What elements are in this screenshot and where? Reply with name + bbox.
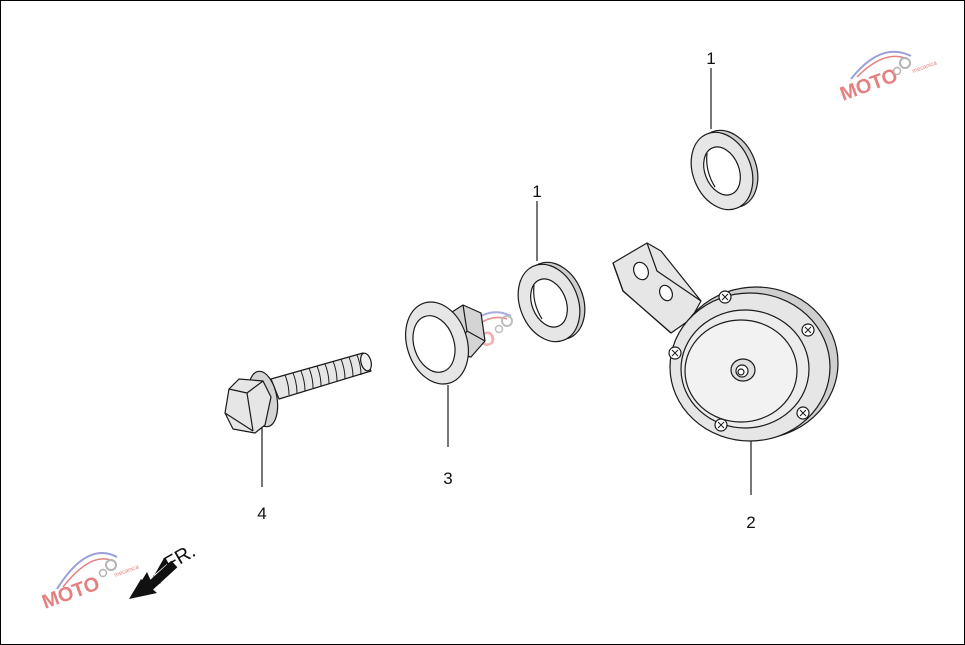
horn-rim-screws (668, 290, 815, 432)
bolt-threads (284, 354, 362, 396)
callout-washer-middle: 1 (532, 182, 541, 201)
spacer (405, 301, 486, 385)
svg-text:MOTO: MOTO (39, 573, 103, 614)
callout-bolt: 4 (257, 504, 266, 523)
callout-spacer: 3 (443, 469, 452, 488)
watermark-logo-top-right: MOTO mecanica (837, 50, 939, 106)
callout-horn: 2 (746, 513, 755, 532)
arrow-down-left-icon (129, 558, 178, 599)
horn (612, 242, 839, 442)
washer-middle (517, 261, 586, 343)
svg-text:MOTO: MOTO (837, 65, 901, 106)
svg-text:mecanica: mecanica (114, 564, 141, 579)
callout-washer-upper: 1 (706, 49, 715, 68)
bolt (224, 352, 372, 434)
washer-upper (690, 129, 759, 211)
svg-text:mecanica: mecanica (912, 60, 939, 75)
watermark-logo-bottom-left: MOTO mecanica (39, 552, 141, 614)
